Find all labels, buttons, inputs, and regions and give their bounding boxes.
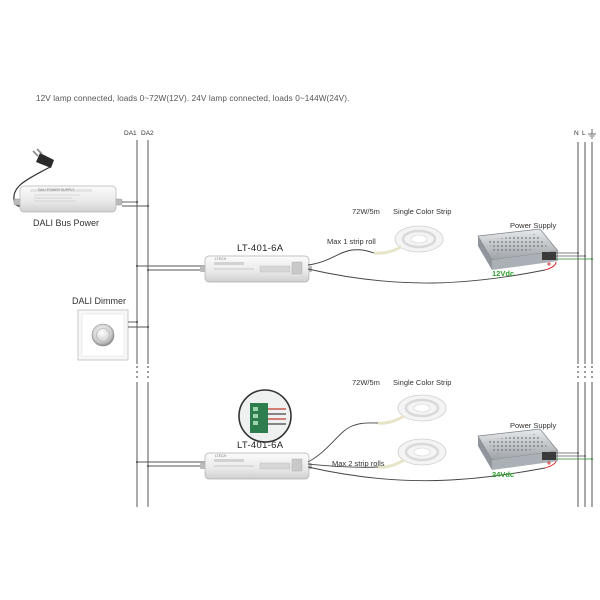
strip-bottom-type: Single Color Strip — [393, 378, 452, 387]
mains-lines — [577, 142, 593, 507]
psu-bottom-voltage: 24Vdc — [492, 470, 515, 479]
strip-top-wattage: 72W/5m — [352, 207, 380, 216]
strip-bottom-wattage: 72W/5m — [352, 378, 380, 387]
controller-top-print: LTECH — [215, 257, 227, 261]
psu-bottom-terminals — [544, 460, 557, 469]
power-supply-bottom — [477, 428, 559, 470]
controller-top-model: LT-401-6A — [237, 243, 284, 254]
psu-top-terminals — [544, 261, 557, 271]
strip-bottom-note: Max 2 strip rolls — [332, 459, 385, 468]
led-strip-roll-bottom-2 — [377, 438, 447, 469]
led-strip-roll-top — [373, 225, 444, 255]
bus-label-da2: DA2 — [141, 130, 154, 137]
dali-bus-power-unit — [13, 185, 123, 213]
dali-bus-break-dots — [136, 366, 149, 378]
psu-top-label: Power Supply — [510, 221, 557, 230]
dali-bus-lines — [136, 140, 149, 507]
dali-dimmer-panel — [77, 309, 129, 361]
header-note: 12V lamp connected, loads 0~72W(12V). 24… — [36, 94, 350, 103]
psu-bottom-label: Power Supply — [510, 421, 557, 430]
mains-label-l: L — [582, 130, 586, 137]
psu-top-voltage: 12Vdc — [492, 269, 515, 278]
strip-top-note: Max 1 strip roll — [327, 237, 376, 246]
controller-bottom-print: LTECH — [215, 454, 227, 458]
bus-label-da1: DA1 — [124, 130, 137, 137]
mains-break-dots — [577, 366, 593, 378]
strip-top-type: Single Color Strip — [393, 207, 452, 216]
bus-power-label: DALI Bus Power — [33, 218, 100, 228]
ground-icon — [588, 129, 596, 139]
terminal-magnifier — [238, 389, 292, 443]
controller-top-unit — [200, 255, 312, 283]
bus-power-print: DALI POWER SUPPLY — [38, 188, 75, 192]
power-supply-top — [477, 228, 559, 270]
led-strip-roll-bottom-1 — [377, 394, 447, 425]
controller-bottom-unit — [200, 452, 312, 480]
mains-label-n: N — [574, 130, 579, 137]
dimmer-label: DALI Dimmer — [72, 296, 127, 306]
controller-bottom-model: LT-401-6A — [237, 440, 284, 451]
